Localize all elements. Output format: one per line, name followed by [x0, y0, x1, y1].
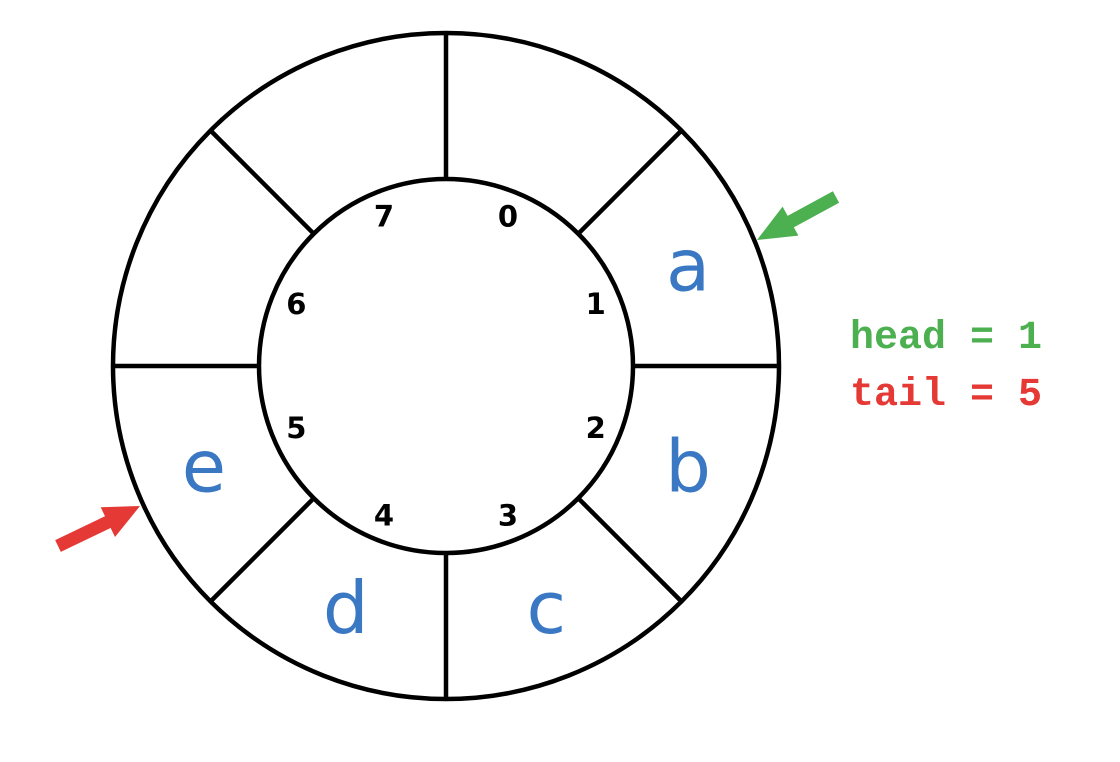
- slot-value-c: c: [527, 566, 567, 650]
- slot-value-a: a: [666, 224, 710, 308]
- slot-index-0: 0: [498, 199, 518, 233]
- slot-divider: [576, 128, 684, 236]
- slot-divider: [208, 496, 316, 604]
- slot-dividers: [113, 33, 779, 699]
- slot-value-d: d: [323, 566, 369, 650]
- slot-values: a b c d e: [182, 224, 711, 650]
- tail-arrow: [55, 506, 140, 552]
- tail-arrow-shaft: [55, 516, 111, 552]
- head-arrow-shaft: [786, 191, 840, 228]
- head-arrow-head: [757, 206, 799, 240]
- head-label: head = 1: [850, 316, 1042, 361]
- slot-divider: [208, 128, 316, 236]
- tail-arrow-head: [100, 506, 140, 537]
- slot-index-6: 6: [286, 287, 306, 321]
- slot-divider: [576, 496, 684, 604]
- slot-index-2: 2: [586, 411, 606, 445]
- slot-index-3: 3: [498, 499, 518, 533]
- slot-value-e: e: [182, 424, 226, 508]
- slot-index-1: 1: [586, 287, 606, 321]
- head-arrow: [757, 191, 840, 240]
- slot-value-b: b: [665, 424, 711, 508]
- slot-index-4: 4: [374, 499, 394, 533]
- tail-label: tail = 5: [850, 373, 1042, 418]
- inner-ring: [256, 176, 636, 556]
- index-labels: 0 1 2 3 4 5 6 7: [286, 199, 606, 532]
- slot-index-7: 7: [374, 199, 394, 233]
- slot-index-5: 5: [286, 411, 306, 445]
